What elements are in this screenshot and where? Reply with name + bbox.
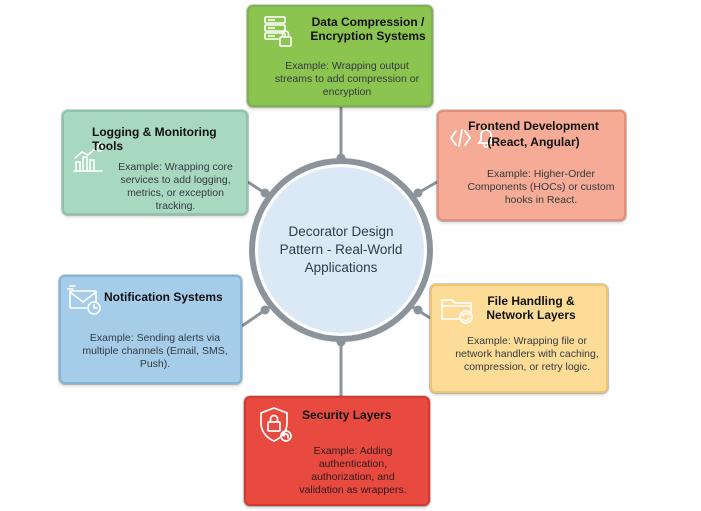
node-frontend: Frontend Development (React, Angular) Ex… <box>437 110 626 221</box>
center-circle: Decorator Design Pattern - Real-World Ap… <box>255 164 427 336</box>
node-logging: Logging & Monitoring Tools Example: Wrap… <box>62 110 248 215</box>
node-logging-title: Logging & Monitoring Tools <box>92 125 217 153</box>
chart-monitor-icon <box>72 141 106 178</box>
shield-lock-icon <box>258 406 294 448</box>
dot-upper-right <box>413 188 423 198</box>
dot-lower-right <box>413 305 423 315</box>
node-logging-description: Example: Wrapping core services to add l… <box>118 161 233 212</box>
node-compression-description: Example: Wrapping output streams to add … <box>274 60 420 98</box>
node-frontend-title: Frontend Development (React, Angular) <box>468 119 599 149</box>
node-security-title: Security Layers <box>302 408 392 422</box>
node-security: Security Layers Example: Adding authenti… <box>244 396 430 506</box>
dot-lower-left <box>260 305 270 315</box>
node-file-description: Example: Wrapping file or network handle… <box>455 335 599 373</box>
center-title: Decorator Design Pattern - Real-World Ap… <box>279 224 403 275</box>
envelope-clock-icon <box>66 283 103 321</box>
dot-bottom <box>336 337 346 347</box>
node-file-title: File Handling & Network Layers <box>486 294 576 322</box>
database-lock-icon <box>263 15 295 53</box>
dot-top <box>336 153 346 163</box>
node-frontend-description: Example: Higher-Order Components (HOCs) … <box>467 168 615 206</box>
folder-sync-icon <box>440 292 476 330</box>
node-file: File Handling & Network Layers Example: … <box>430 284 608 393</box>
node-notification-title: Notification Systems <box>104 290 223 304</box>
node-security-description: Example: Adding authentication, authoriz… <box>299 445 407 496</box>
node-compression-title: Data Compression / Encryption Systems <box>310 15 426 43</box>
node-notification-description: Example: Sending alerts via multiple cha… <box>82 332 228 370</box>
dot-upper-left <box>260 188 270 198</box>
code-bell-icon <box>449 126 503 154</box>
node-compression: Data Compression / Encryption Systems Ex… <box>247 5 433 107</box>
node-notification: Notification Systems Example: Sending al… <box>59 275 242 384</box>
